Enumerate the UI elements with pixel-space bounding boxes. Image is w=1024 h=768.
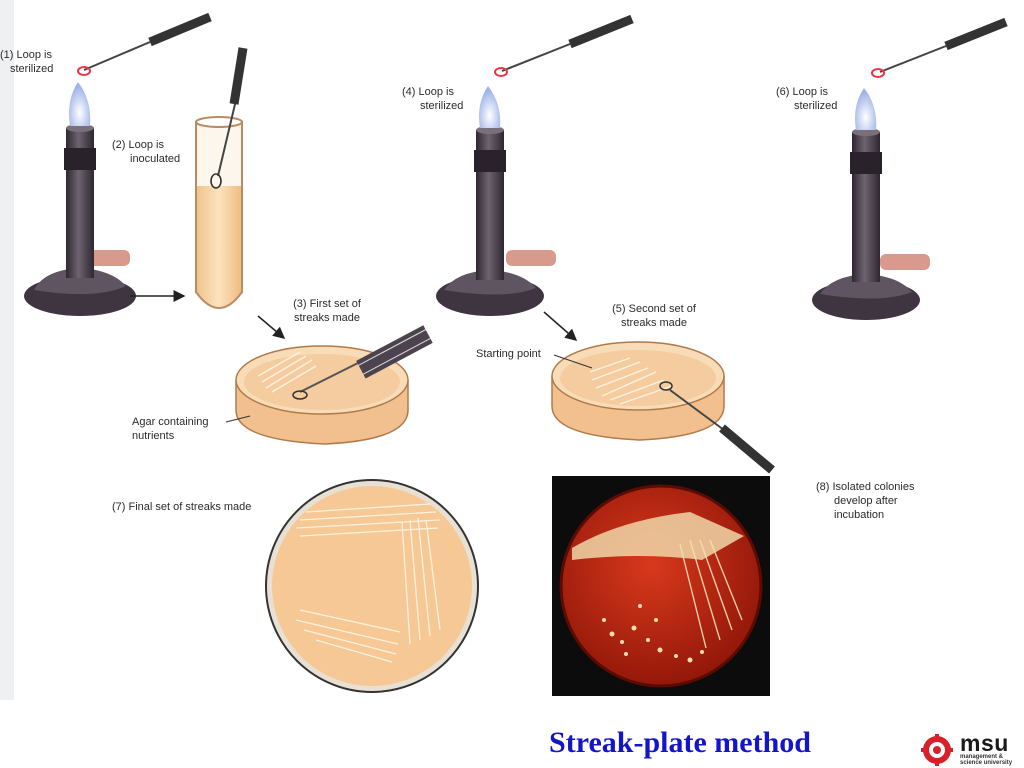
bunsen-burner-2 — [436, 86, 556, 316]
step-6-line-1: (6) Loop is — [776, 86, 828, 98]
step-3-line-2: streaks made — [293, 312, 361, 324]
step-6-line-2: sterilized — [794, 100, 838, 112]
bunsen-burner-3 — [812, 88, 930, 320]
logo-name: msu — [960, 730, 1009, 756]
arrow-to-plate-2 — [543, 311, 578, 341]
step-1-line-1: (1) Loop is — [0, 49, 52, 61]
step-2-line-2: inoculated — [130, 153, 181, 165]
msu-logo-icon — [921, 734, 953, 766]
agar-line-1: Agar containing — [132, 416, 209, 428]
step-4-line-2: sterilized — [420, 100, 464, 112]
agar-pointer — [225, 415, 251, 423]
starting-point-label: Starting point — [476, 348, 541, 360]
step-6-label: (6) Loop is sterilized — [776, 85, 837, 113]
page-edge — [0, 0, 14, 700]
step-1-line-2: sterilized — [10, 63, 54, 75]
step-8-label: (8) Isolated colonies develop after incu… — [816, 480, 914, 522]
step-2-label: (2) Loop is inoculated — [112, 138, 180, 166]
page-title: Streak-plate method — [549, 726, 811, 759]
logo-subtitle-1: management & — [960, 754, 1004, 760]
msu-logo: msu management & science university — [922, 730, 1022, 767]
step-5-line-2: streaks made — [620, 317, 688, 329]
agar-line-2: nutrients — [132, 430, 175, 442]
agar-plate-2 — [551, 341, 775, 474]
step-3-label: (3) First set of streaks made — [272, 297, 382, 325]
agar-plate-1 — [235, 325, 433, 445]
starting-point-pointer — [553, 354, 593, 369]
step-3-line-1: (3) First set of — [293, 298, 361, 310]
logo-subtitle-2: science university — [960, 760, 1013, 766]
step-5-label: (5) Second set of streaks made — [594, 302, 714, 330]
step-1-label: (1) Loop is sterilized — [0, 48, 53, 76]
bunsen-burner-1 — [24, 82, 136, 316]
step-2-line-1: (2) Loop is — [112, 139, 164, 151]
arrow-to-plate-1 — [257, 315, 286, 339]
blood-agar-photo — [552, 476, 770, 696]
inoculating-loop-2 — [494, 14, 634, 77]
agar-label: Agar containing nutrients — [132, 415, 208, 443]
step-4-line-1: (4) Loop is — [402, 86, 454, 98]
step-8-line-1: (8) Isolated colonies — [816, 481, 915, 493]
step-7-label: (7) Final set of streaks made — [112, 501, 252, 513]
step-5-line-1: (5) Second set of — [612, 303, 696, 315]
step-8-line-2: develop after — [834, 495, 898, 507]
inoculating-loop-3 — [871, 17, 1008, 78]
test-tube-culture — [195, 47, 248, 309]
step-4-label: (4) Loop is sterilized — [402, 85, 463, 113]
step-8-line-3: incubation — [834, 509, 885, 521]
final-streak-plate — [265, 479, 479, 693]
inoculating-loop-1 — [77, 12, 212, 76]
